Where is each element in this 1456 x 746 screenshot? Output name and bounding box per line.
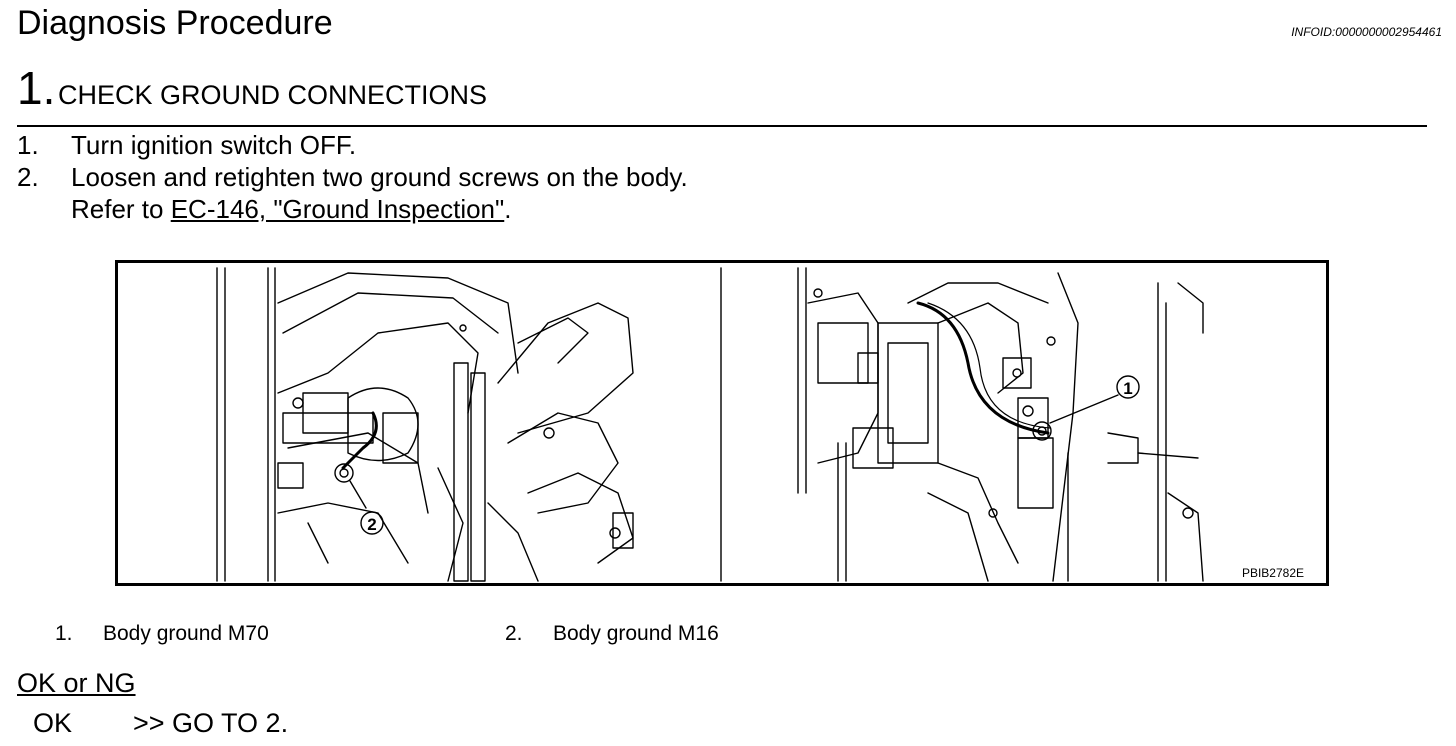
instruction-text: Turn ignition switch OFF.: [71, 130, 357, 160]
instruction-number: 1.: [17, 130, 39, 160]
step-title: CHECK GROUND CONNECTIONS: [58, 80, 488, 110]
legend-number: 1.: [55, 622, 73, 645]
info-id: INFOID:0000000002954461: [1291, 25, 1442, 39]
instruction-number: 2.: [17, 162, 39, 192]
ok-label: OK: [33, 708, 73, 738]
callout-2: 2: [367, 515, 376, 534]
instruction-text: Loosen and retighten two ground screws o…: [71, 162, 688, 192]
ground-illustration: 2 1: [216, 267, 1204, 582]
legend-number: 2.: [505, 622, 523, 645]
instruction-item: 1. Turn ignition switch OFF.: [17, 130, 817, 162]
legend-text: Body ground M16: [553, 622, 719, 645]
legend-text: Body ground M70: [103, 622, 269, 645]
refer-line: Refer to EC-146, "Ground Inspection".: [71, 194, 511, 225]
callout-1: 1: [1123, 379, 1132, 398]
figure-code: PBIB2782E: [1241, 566, 1304, 580]
refer-prefix: Refer to: [71, 194, 171, 224]
refer-suffix: .: [504, 194, 512, 224]
ok-action: >> GO TO 2.: [133, 708, 289, 738]
page-title: Diagnosis Procedure: [17, 4, 333, 42]
result-heading: OK or NG: [17, 668, 136, 698]
divider: [17, 125, 1427, 127]
instruction-item: 2. Loosen and retighten two ground screw…: [17, 162, 817, 194]
step-number: 1.: [17, 62, 56, 114]
ground-inspection-link[interactable]: EC-146, "Ground Inspection": [170, 194, 505, 224]
ground-location-figure: 2 1 PBIB2782E: [115, 260, 1329, 586]
